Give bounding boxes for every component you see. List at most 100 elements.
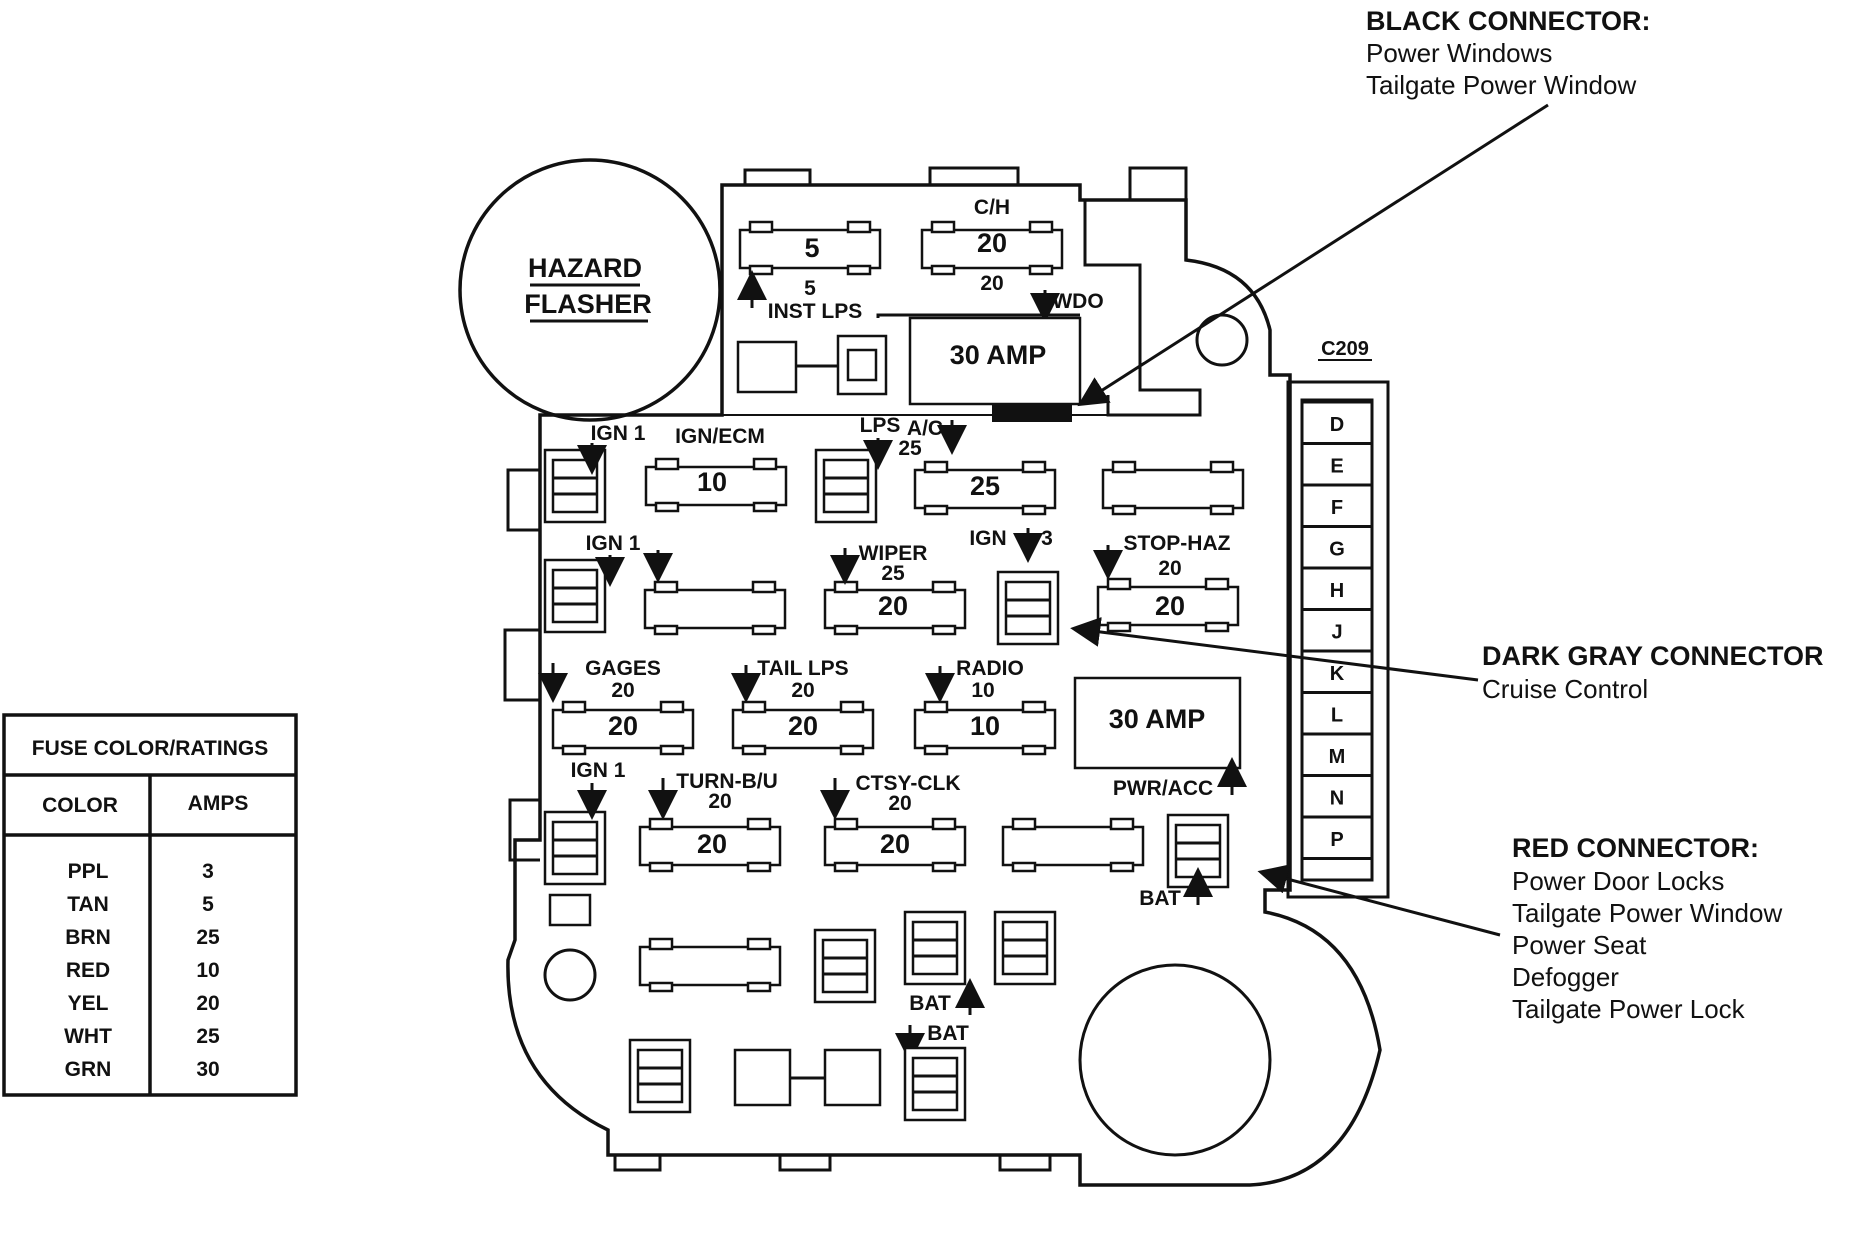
label-stop-haz-amp: 20 <box>1158 557 1181 580</box>
callout-red-title: RED CONNECTOR: <box>1512 833 1759 863</box>
fuse-ctsy: 20 <box>880 829 910 859</box>
callout-black-line1: Power Windows <box>1366 38 1552 68</box>
label-turn: TURN-B/U <box>676 770 777 793</box>
c209-pin-n: N <box>1330 788 1344 810</box>
label-inst-amp: 5 <box>804 277 816 300</box>
label-30amp-top: 30 AMP <box>950 340 1047 370</box>
hazard-flasher-line2: FLASHER <box>524 289 652 319</box>
fuse-ign-ecm: 10 <box>697 467 727 497</box>
c209-pin-h: H <box>1330 580 1344 602</box>
fuse-table-amps-cell: 25 <box>196 1025 220 1048</box>
fuse-wiper: 20 <box>878 591 908 621</box>
darkgray-connector-arrow <box>1070 617 1479 682</box>
fuse-table-color-cell: GRN <box>65 1058 112 1081</box>
label-ign1-c: IGN 1 <box>571 759 626 782</box>
c209-pin-d: D <box>1330 414 1344 436</box>
fuse-table-amps-cell: 25 <box>196 926 220 949</box>
fuse-table-header-color: COLOR <box>42 794 118 817</box>
c209-pin-f: F <box>1331 497 1343 519</box>
label-ctsy-amp: 20 <box>888 792 911 815</box>
callout-red-line5: Tailgate Power Lock <box>1512 994 1746 1024</box>
c209-pin-j: J <box>1331 622 1342 644</box>
label-ign1-b: IGN 1 <box>586 532 641 555</box>
callout-red-line2: Tailgate Power Window <box>1512 898 1782 928</box>
fuse-table-color-cell: WHT <box>64 1025 112 1048</box>
fuse-inst-lps: 5 <box>804 233 819 263</box>
label-stop-haz: STOP-HAZ <box>1124 532 1231 555</box>
c209-pin-m: M <box>1329 746 1346 768</box>
callout-black-connector: BLACK CONNECTOR: Power Windows Tailgate … <box>1366 6 1651 100</box>
label-ign-ecm: IGN/ECM <box>675 425 765 448</box>
hazard-flasher: HAZARD FLASHER <box>458 158 722 422</box>
label-ac: A/C <box>907 417 943 440</box>
label-lps: LPS <box>860 414 901 437</box>
fuse-ch: 20 <box>977 228 1007 258</box>
label-turn-amp: 20 <box>708 790 731 813</box>
callout-red-connector: RED CONNECTOR: Power Door Locks Tailgate… <box>1512 833 1782 1024</box>
label-pwr-acc: PWR/ACC <box>1113 777 1213 800</box>
fuse-table-color-cell: YEL <box>68 992 109 1015</box>
circuit-breaker-30amp-mid: 30 AMP <box>1073 676 1242 770</box>
callout-darkgray-connector: DARK GRAY CONNECTOR Cruise Control <box>1482 641 1824 704</box>
fuse-tail-lps: 20 <box>788 711 818 741</box>
fuse-table-amps-cell: 5 <box>202 893 214 916</box>
label-inst-lps: INST LPS <box>768 300 863 323</box>
fuse-table-color-cell: RED <box>66 959 110 982</box>
label-ctsy: CTSY-CLK <box>856 772 961 795</box>
label-wiper-amp: 25 <box>881 562 905 585</box>
label-bat-b: BAT <box>909 992 951 1015</box>
callout-darkgray-title: DARK GRAY CONNECTOR <box>1482 641 1824 671</box>
label-bat-c: BAT <box>927 1022 969 1045</box>
label-radio: RADIO <box>956 657 1024 680</box>
fuse-table-amps-cell: 10 <box>196 959 219 982</box>
fuse-table-color-cell: PPL <box>68 860 109 883</box>
small-terminal <box>548 893 592 927</box>
label-radio-amp: 10 <box>971 679 994 702</box>
fuse-turn: 20 <box>697 829 727 859</box>
callout-black-title: BLACK CONNECTOR: <box>1366 6 1651 36</box>
c209-pin-cell <box>1300 815 1374 860</box>
fuse-stop-haz: 20 <box>1155 591 1185 621</box>
fuse-table-amps-cell: 3 <box>202 860 214 883</box>
black-connector-socket <box>992 404 1072 422</box>
fuse-table-title: FUSE COLOR/RATINGS <box>32 737 268 760</box>
label-ign1-a: IGN 1 <box>591 422 646 445</box>
fuse-block-outline <box>503 166 1382 1187</box>
label-ch: C/H <box>974 196 1010 219</box>
fuse-table-color-cell: BRN <box>65 926 111 949</box>
callout-red-line4: Defogger <box>1512 962 1619 992</box>
fuse-gages: 20 <box>608 711 638 741</box>
c209-pin-e: E <box>1330 456 1343 478</box>
c209-pin-p: P <box>1330 829 1343 851</box>
fuse-table-header-amps: AMPS <box>188 792 249 815</box>
label-wiper: WIPER <box>859 542 928 565</box>
bottom-connector <box>733 1048 882 1107</box>
connector-c209-label: C209 <box>1321 338 1369 360</box>
black-connector-arrow <box>1077 103 1549 407</box>
callout-black-line2: Tailgate Power Window <box>1366 70 1636 100</box>
label-ac-amp: 25 <box>898 437 922 460</box>
fuse-radio: 10 <box>970 711 1000 741</box>
label-30amp-mid: 30 AMP <box>1109 704 1206 734</box>
label-ign3-num: 3 <box>1041 527 1053 550</box>
label-ch-amp: 20 <box>980 272 1003 295</box>
c209-pin-g: G <box>1329 539 1345 561</box>
callout-red-line3: Power Seat <box>1512 930 1647 960</box>
label-ign3: IGN <box>969 527 1006 550</box>
fuse-table-amps-cell: 30 <box>196 1058 219 1081</box>
label-tail-amp: 20 <box>791 679 814 702</box>
hazard-flasher-line1: HAZARD <box>528 253 642 283</box>
fuse-table-color-cell: TAN <box>67 893 109 916</box>
callout-red-line1: Power Door Locks <box>1512 866 1724 896</box>
c209-pin-k: K <box>1330 663 1345 685</box>
label-gages-amp: 20 <box>611 679 634 702</box>
fuse-table-amps-cell: 20 <box>196 992 219 1015</box>
label-bat-a: BAT <box>1139 887 1181 910</box>
label-gages: GAGES <box>585 657 661 680</box>
label-wdo: WDO <box>1052 290 1103 313</box>
fuse-ac: 25 <box>970 471 1000 501</box>
callout-darkgray-line1: Cruise Control <box>1482 674 1648 704</box>
